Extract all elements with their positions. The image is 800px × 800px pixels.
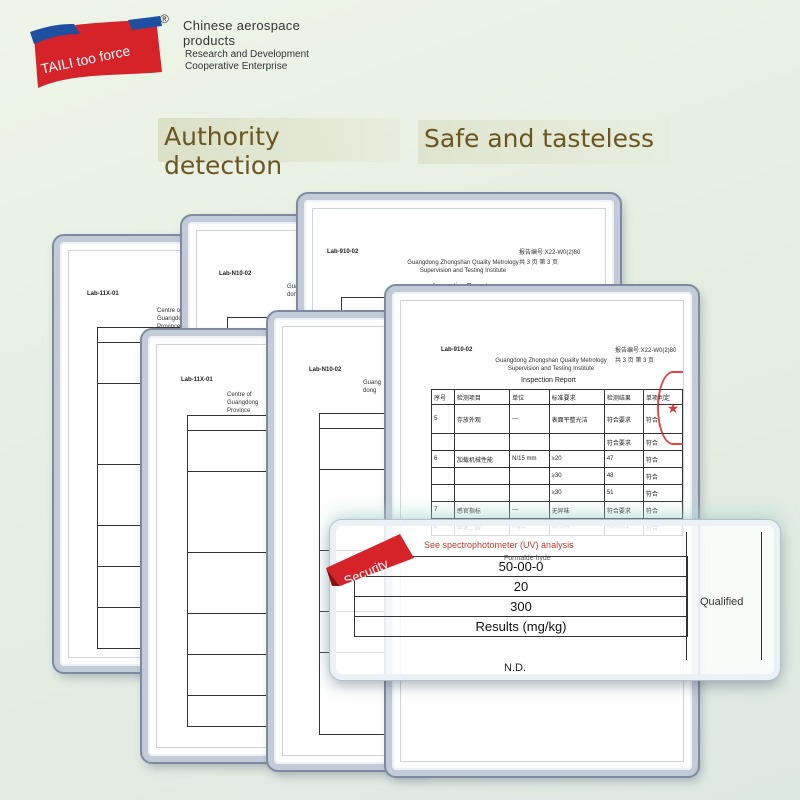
report-number: 报告编号:X22-W0(2)80: [615, 348, 677, 354]
institute-partial: Guang dong: [363, 380, 382, 394]
brand-logo: TAILI too force: [30, 16, 162, 88]
brand-tagline-3: Research and Development: [185, 49, 309, 60]
table-row: 符合要求符合: [431, 433, 683, 451]
table-cell: 表面平整光洁: [548, 404, 605, 434]
registered-mark: ®: [160, 12, 169, 26]
table-cell: N/15 mm: [509, 450, 550, 468]
report-code: Lab-910-02: [327, 249, 359, 255]
value-limit-2: 300: [355, 597, 687, 617]
result-table: 50-00-0 20 300 Results (mg/kg): [354, 556, 688, 637]
table-cell: 符合: [642, 467, 683, 485]
report-code: Lab-N10-02: [309, 367, 342, 373]
table-cell: 符合要求: [603, 433, 644, 451]
value-limit-1: 20: [355, 577, 687, 597]
table-cell: ≥20: [548, 450, 605, 468]
substance-name: Formalde hyde: [504, 555, 551, 562]
brand-tagline-4: Cooperative Enterprise: [185, 61, 288, 72]
table-cell: —: [509, 404, 550, 434]
verdict-column: [686, 532, 762, 660]
report-institute: Guangdong Zhongshan Quality Metrology Su…: [407, 260, 519, 274]
headline-authority: Authority detection: [158, 118, 400, 180]
brand-tagline-2: products: [183, 33, 236, 48]
table-cell: [431, 484, 455, 502]
table-cell: [548, 433, 605, 451]
page-info: 共 3 页 第 3 页: [615, 358, 655, 364]
report-code: Lab-11X-01: [87, 291, 119, 297]
report-title: Inspection Report: [521, 377, 576, 384]
report-code: Lab-910-02: [441, 347, 473, 353]
report-code: Lab-11X-01: [181, 377, 213, 383]
table-cell: 5: [431, 404, 455, 434]
table-cell: 无异味: [548, 501, 605, 519]
table-cell: 符合: [642, 484, 683, 502]
result-value: N.D.: [504, 662, 526, 674]
table-cell: 6: [431, 450, 455, 468]
headline-safe: Safe and tasteless: [418, 120, 670, 164]
table-cell: 7: [431, 501, 455, 519]
table-cell: 符合要求: [603, 501, 644, 519]
table-cell: [431, 433, 455, 451]
table-cell: ≥30: [548, 467, 605, 485]
table-cell: 符合: [642, 450, 683, 468]
page-info: 共 3 页 第 3 页: [519, 260, 559, 266]
security-ribbon: Security: [326, 534, 414, 586]
table-header-cell: 单位: [509, 389, 550, 405]
report-code: Lab-N10-02: [219, 271, 252, 277]
institute-partial: Guang dong: [287, 284, 306, 298]
table-header-cell: 序号: [431, 389, 455, 405]
table-cell: 加载机械性能: [453, 450, 511, 468]
table-cell: [509, 467, 550, 485]
table-cell: [453, 484, 511, 502]
results-unit-label: Results (mg/kg): [475, 619, 567, 634]
verdict-qualified: Qualified: [700, 596, 744, 608]
table-cell: 符合要求: [603, 404, 644, 434]
red-seal-stamp: ★: [657, 371, 683, 445]
table-header-cell: 检测结果: [603, 389, 644, 405]
brand-tagline-1: Chinese aerospace: [183, 18, 301, 33]
table-header-cell: 检测项目: [453, 389, 511, 405]
center-note: Centre of Guangdong Province: [227, 392, 259, 414]
table-cell: [453, 467, 511, 485]
table-cell: 51: [603, 484, 644, 502]
table-cell: [509, 484, 550, 502]
table-cell: ≥30: [548, 484, 605, 502]
table-cell: 感官指标: [453, 501, 511, 519]
table-cell: [431, 467, 455, 485]
table-cell: [453, 433, 511, 451]
report-number: 报告编号:X22-W0(2)80: [519, 250, 581, 256]
table-cell: [509, 433, 550, 451]
table-header-row: 序号检测项目单位标准要求检测结果单项判定: [431, 389, 683, 405]
table-cell: —: [509, 501, 550, 519]
table-cell: 48: [603, 467, 644, 485]
uv-analysis-label: See spectrophotometer (UV) analysis: [424, 540, 574, 550]
table-header-cell: 标准要求: [548, 389, 605, 405]
table-cell: 存放外观: [453, 404, 511, 434]
table-cell: 47: [603, 450, 644, 468]
cas-number: 50-00-0: [355, 557, 687, 577]
table-cell: 符合: [642, 501, 683, 519]
report-institute: Guangdong Zhongshan Quality Metrology Su…: [495, 358, 607, 372]
